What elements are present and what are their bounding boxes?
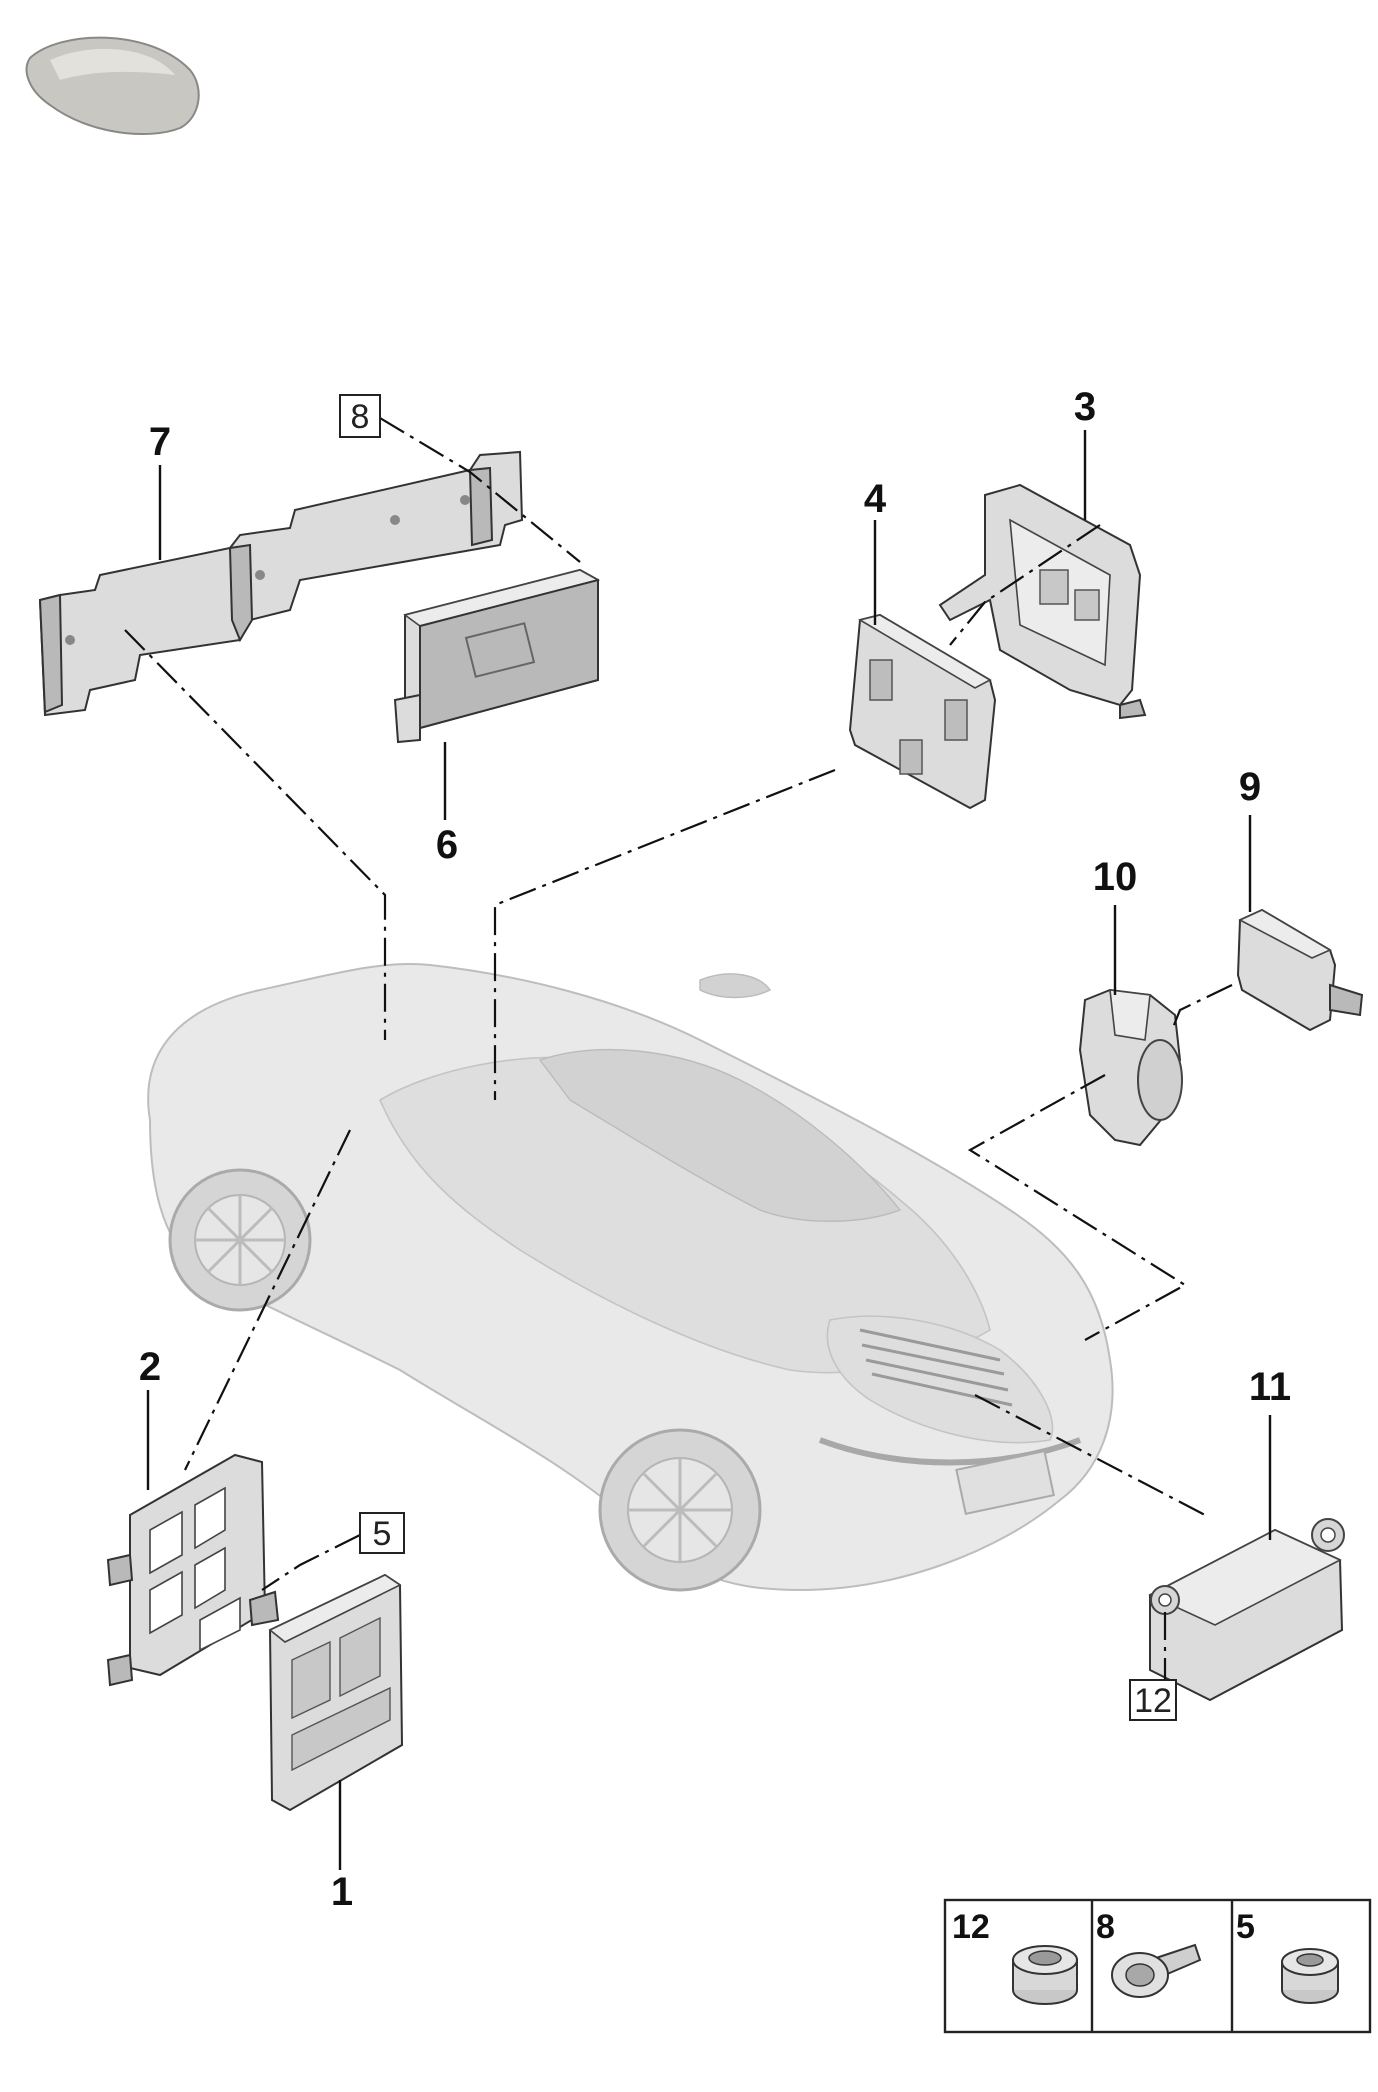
callout-2: 2 [139,1345,161,1389]
part-10-holder-bracket [1078,988,1183,1147]
part-4-control-module [848,613,997,810]
legend-label-12: 12 [952,1908,990,1946]
callout-6: 6 [436,823,458,867]
legend-item-12: 12 [952,1908,1078,2005]
part-1-body-control-unit [248,1573,404,1812]
callout-7: 7 [149,420,171,464]
boxed-ref-8: 8 [339,394,381,438]
leader-lines [146,430,1272,1870]
legend-label-8: 8 [1096,1908,1115,1946]
hex-collar-nut-icon [1012,1945,1078,2005]
part-7-mounting-rail [38,450,524,717]
legend-label-5: 5 [1236,1908,1255,1946]
fastener-legend: 12 8 5 [943,1898,1372,2034]
part-3-mounting-bracket [938,483,1147,720]
boxed-ref-8-label: 8 [351,398,370,436]
callout-11: 11 [1249,1365,1291,1409]
vehicle-thumbnail-icon [25,36,200,136]
boxed-ref-5-label: 5 [373,1515,392,1553]
hex-nut-icon [1281,1948,1339,2004]
part-9-sensor-unit [1236,908,1364,1032]
callout-1: 1 [331,1870,353,1914]
connection-lines [124,417,1233,1690]
boxed-ref-5: 5 [359,1512,405,1554]
legend-item-5: 5 [1236,1908,1339,2004]
part-6-control-unit [393,568,601,744]
part-2-module-frame [106,1453,267,1687]
vehicle-body [147,963,1114,1592]
boxed-ref-12-label: 12 [1134,1682,1172,1720]
callout-4: 4 [864,477,887,521]
callout-10: 10 [1093,855,1138,899]
callout-9: 9 [1239,765,1261,809]
boxed-ref-12: 12 [1129,1679,1177,1721]
callout-3: 3 [1074,385,1096,429]
legend-item-8: 8 [1096,1908,1202,1998]
flange-bolt-icon [1111,1943,1202,1998]
part-11-control-module [1148,1518,1345,1702]
